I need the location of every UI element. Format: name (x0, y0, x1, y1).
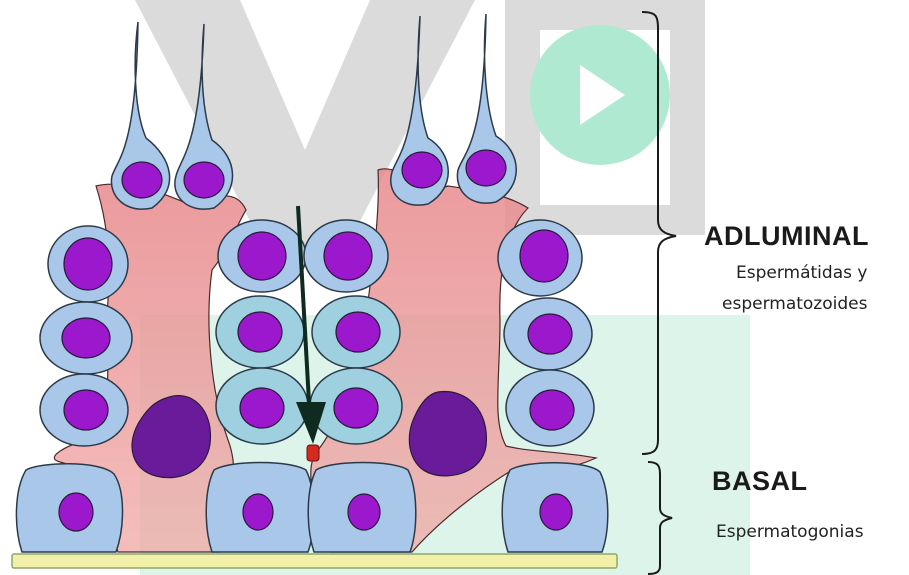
nucleus (324, 232, 372, 280)
nucleus (243, 494, 273, 530)
basal-title: BASAL (712, 466, 808, 497)
adluminal-title: ADLUMINAL (704, 221, 869, 252)
nucleus (238, 312, 282, 352)
nucleus (59, 493, 93, 531)
adluminal-desc-line1: Espermátidas y (736, 259, 867, 288)
tight-junction-marker (307, 445, 319, 461)
nucleus (348, 494, 380, 530)
right-cell-column (498, 220, 594, 446)
nucleus (528, 314, 572, 354)
left-cell-column (40, 226, 132, 446)
adluminal-desc-line2: espermatozoides (722, 290, 867, 319)
nucleus (238, 232, 286, 280)
spermatozoon-nucleus (184, 162, 224, 198)
spermatozoon-nucleus (122, 162, 162, 198)
nucleus (64, 238, 112, 290)
nucleus (530, 390, 574, 430)
spermatozoon-nucleus (466, 150, 506, 186)
nucleus (334, 388, 378, 428)
sertoli-nucleus-right (409, 392, 486, 476)
nucleus (64, 390, 108, 430)
nucleus (336, 312, 380, 352)
nucleus (540, 494, 572, 530)
basement-membrane (12, 554, 617, 568)
nucleus (62, 318, 110, 358)
spermatozoon-nucleus (402, 152, 442, 188)
nucleus (240, 388, 284, 428)
nucleus (520, 230, 568, 282)
basal-desc-line1: Espermatogonias (716, 518, 864, 547)
